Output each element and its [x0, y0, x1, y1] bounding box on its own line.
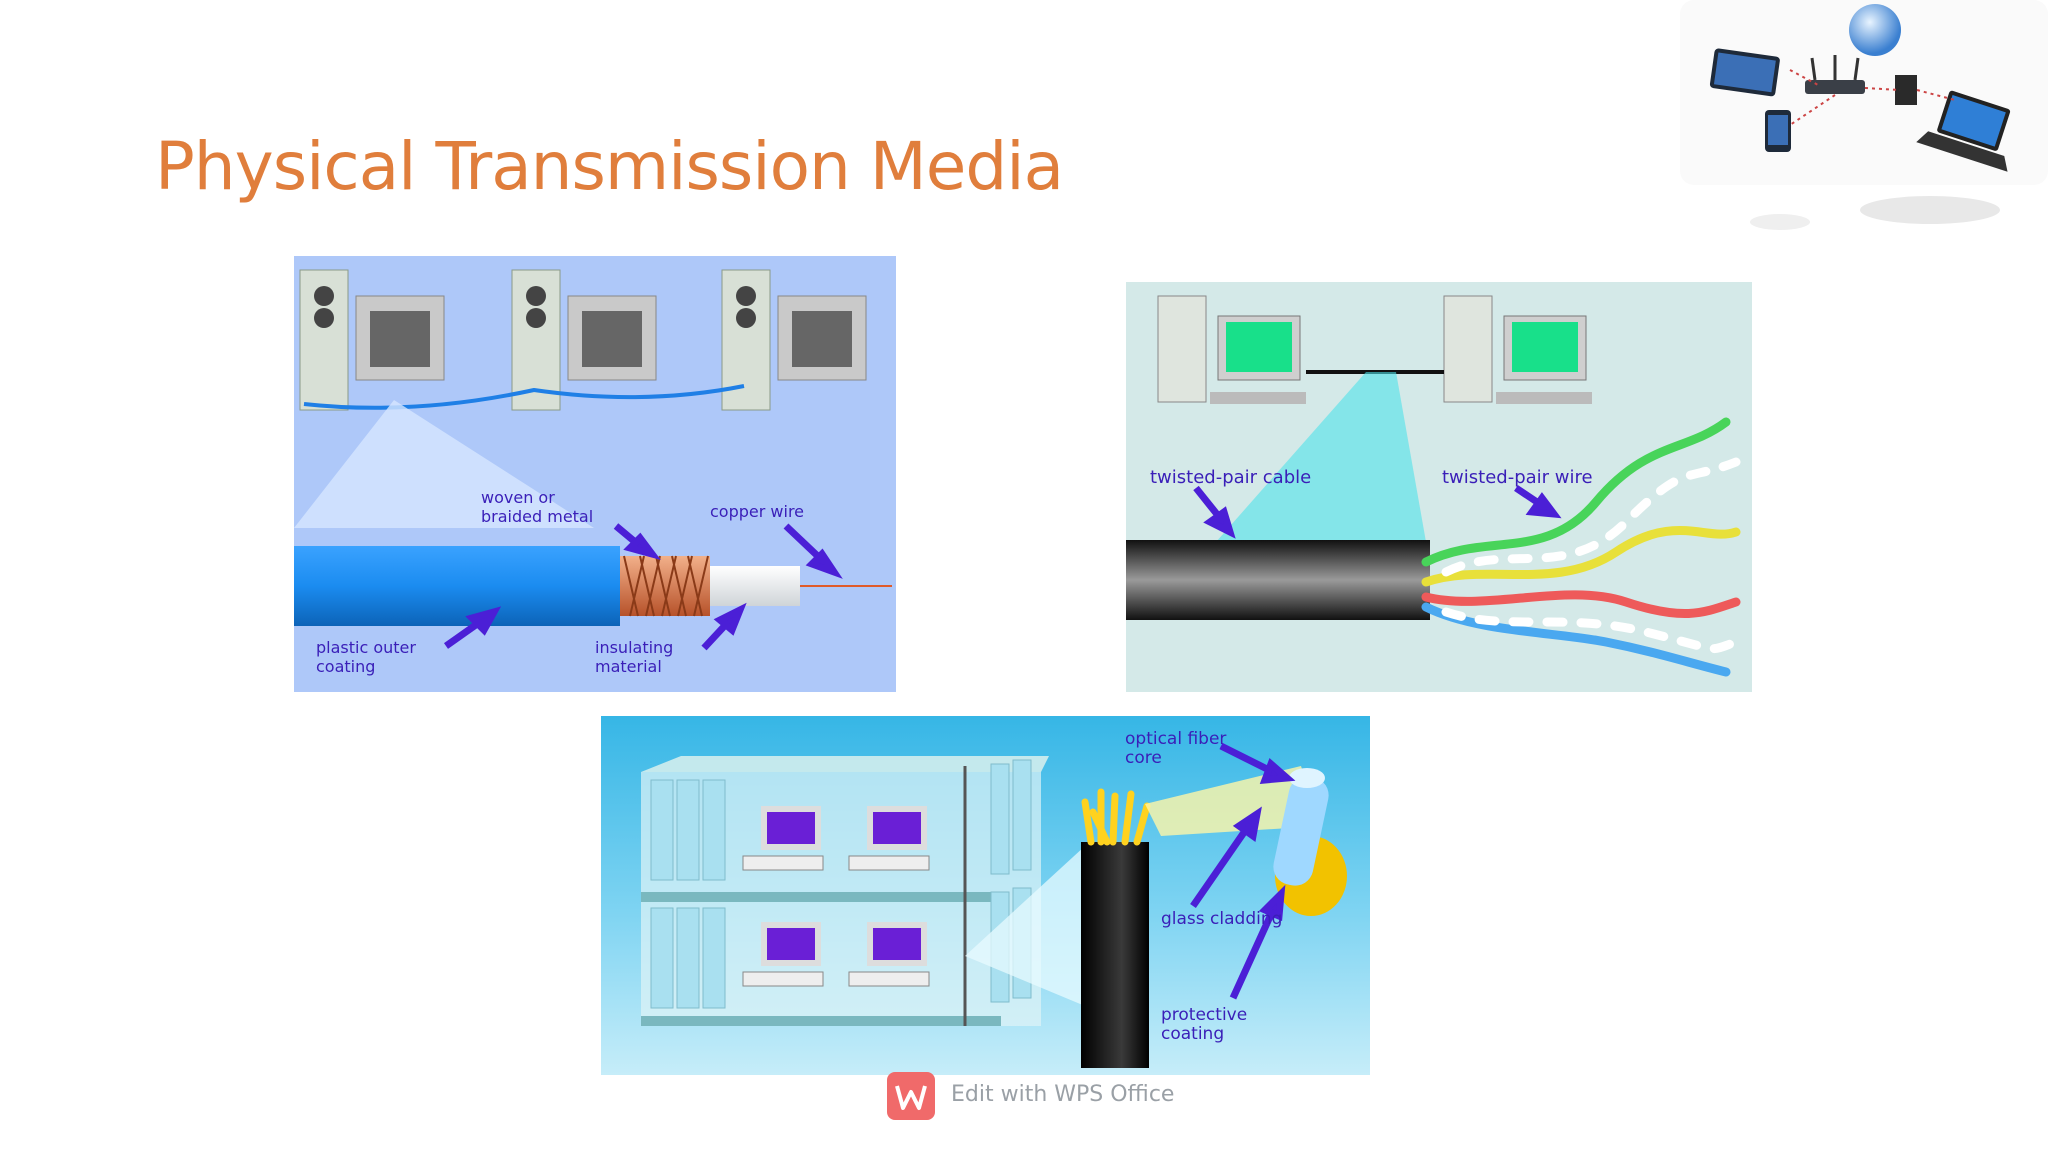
label-insulating-material: insulating material [595, 638, 674, 676]
arrows [1190, 742, 1296, 1000]
label-woven-braided-metal: woven or braided metal [481, 488, 594, 526]
computer-left-icon [1157, 295, 1306, 404]
fiber-strands [1081, 788, 1151, 846]
laptop-icon [1916, 90, 2011, 172]
insulation [710, 566, 800, 606]
computer-right-icon [1443, 295, 1592, 404]
network-cable-line [303, 384, 745, 410]
computer-3-icon [721, 269, 867, 411]
tablet-icon [1709, 48, 1780, 97]
label-protective-coating: protective coating [1161, 1005, 1248, 1044]
wps-edit-watermark[interactable]: Edit with WPS Office [887, 1072, 1187, 1122]
building-illustration [641, 756, 1049, 1026]
server-icon [1895, 75, 1917, 105]
wps-logo-icon [887, 1072, 935, 1120]
workstation-icons [742, 806, 930, 987]
globe-icon [1849, 4, 1901, 56]
cable-jacket [1126, 540, 1430, 620]
network-devices-illustration [1680, 0, 2048, 240]
label-copper-wire: copper wire [710, 502, 805, 521]
label-optical-fiber-core: optical fiber core [1125, 729, 1227, 768]
label-twisted-pair-cable: twisted-pair cable [1150, 467, 1312, 488]
arrows [1193, 485, 1562, 539]
label-plastic-outer-coating: plastic outer coating [316, 638, 416, 676]
computer-1-icon [299, 269, 445, 411]
label-glass-cladding: glass cladding [1161, 909, 1283, 929]
wps-watermark-text: Edit with WPS Office [951, 1082, 1175, 1107]
twisted-pair-cable-diagram: twisted-pair cable twisted-pair wire [1126, 282, 1752, 692]
computer-2-icon [511, 269, 657, 411]
phone-icon [1765, 110, 1791, 152]
fiber-optic-cable-diagram: optical fiber core glass cladding protec… [601, 716, 1370, 1075]
fiber-cross-section [1273, 768, 1347, 916]
label-twisted-pair-wire: twisted-pair wire [1442, 467, 1593, 488]
twisted-wires [1421, 417, 1741, 677]
arrows [443, 523, 843, 651]
slide-title: Physical Transmission Media [155, 128, 1064, 205]
fiber-bundle-jacket [1081, 842, 1149, 1068]
router-icon [1805, 55, 1865, 94]
coaxial-cable-diagram: woven or braided metal copper wire plast… [294, 256, 896, 692]
outer-coating [294, 546, 620, 626]
